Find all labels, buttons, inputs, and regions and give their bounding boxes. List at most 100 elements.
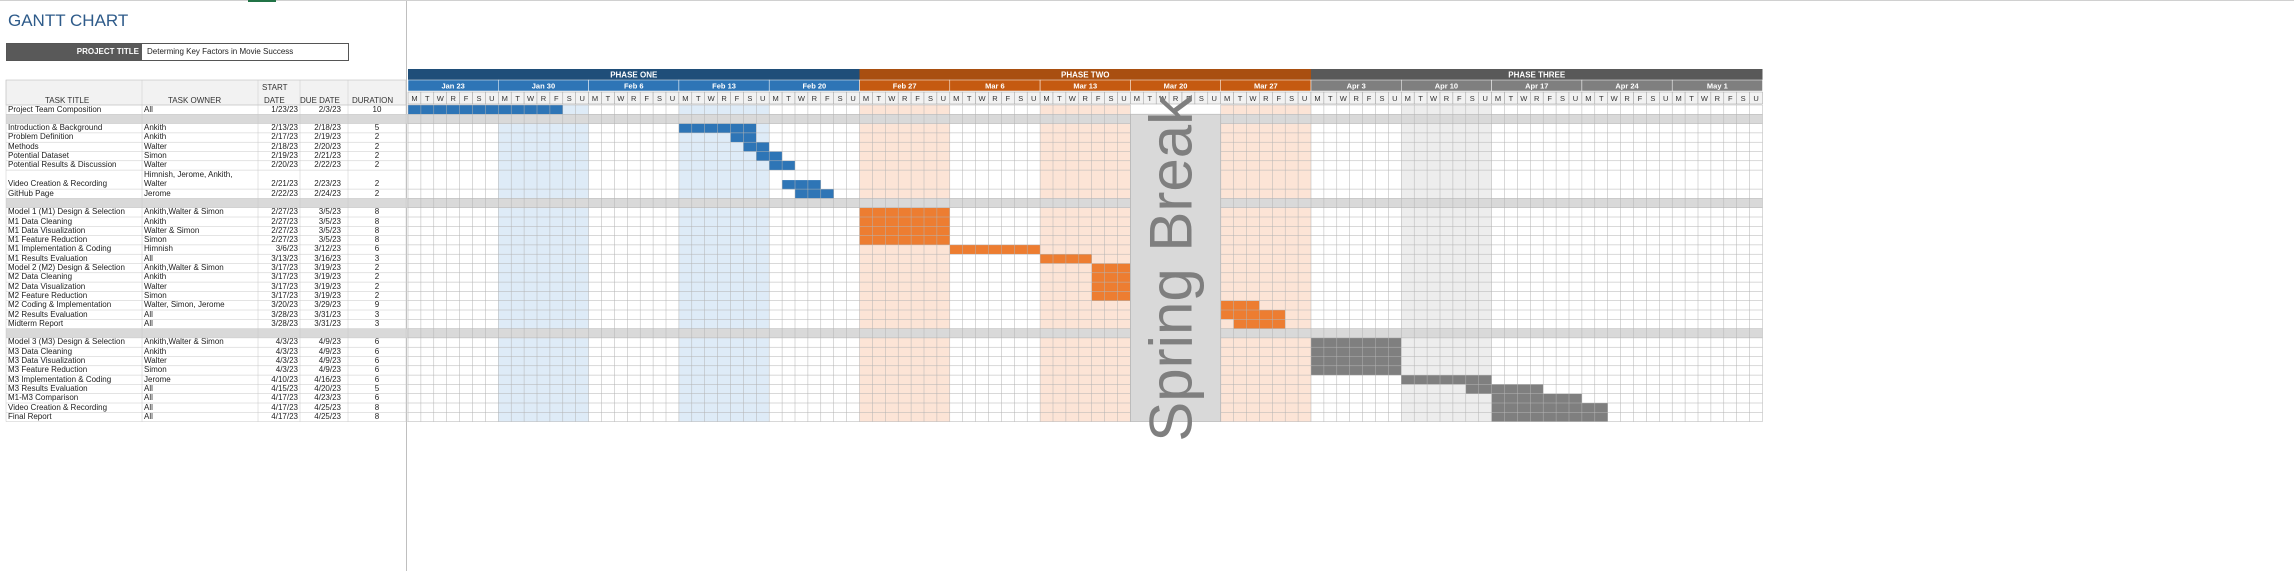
task-bar[interactable] [1091, 282, 1131, 292]
task-duration: 9 [374, 300, 380, 310]
task-bar[interactable] [949, 244, 1041, 255]
day-letter: M [1495, 94, 1501, 103]
task-bar[interactable] [859, 217, 950, 227]
task-owner: Ankith [144, 132, 167, 142]
task-due-date: 3/5/23 [318, 207, 341, 217]
task-start-date: 3/17/23 [271, 290, 298, 300]
task-duration: 5 [374, 123, 380, 133]
task-due-date: 2/19/23 [314, 132, 341, 142]
day-letter: W [527, 94, 535, 103]
day-letter: M [592, 94, 598, 103]
task-due-date: 3/31/23 [314, 318, 341, 328]
task-start-date: 3/20/23 [271, 300, 298, 310]
day-letter: S [657, 94, 662, 103]
day-letter: S [1650, 94, 1655, 103]
day-letter: S [1018, 94, 1023, 103]
task-title: M1-M3 Comparison [8, 393, 79, 403]
task-bar[interactable] [859, 235, 950, 245]
task-owner: All [144, 309, 153, 319]
task-duration: 6 [374, 365, 380, 375]
task-bar[interactable] [1311, 365, 1402, 376]
task-due-date: 3/29/23 [314, 300, 341, 310]
task-bar[interactable] [1091, 272, 1131, 283]
section-row-bg [6, 198, 1763, 208]
day-letter: R [541, 94, 547, 103]
task-bar[interactable] [1220, 310, 1286, 320]
task-title: M3 Feature Reduction [8, 365, 88, 375]
task-duration: 8 [374, 216, 380, 226]
task-owner: Walter [144, 356, 167, 365]
task-due-date: 2/23/23 [314, 178, 341, 188]
phase-label: PHASE TWO [1061, 71, 1109, 80]
task-due-date: 3/5/23 [318, 235, 341, 245]
task-start-date: 4/3/23 [275, 365, 298, 375]
task-owner: Jerome [144, 374, 171, 384]
task-due-date: 2/21/23 [314, 151, 341, 160]
task-due-date: 4/9/23 [318, 337, 341, 347]
day-letter: T [1418, 94, 1423, 103]
task-due-date: 3/16/23 [314, 253, 341, 263]
day-letter: F [735, 94, 740, 103]
task-bar[interactable] [1491, 403, 1608, 413]
day-letter: M [863, 94, 869, 103]
day-letter: F [1457, 94, 1462, 103]
task-title: Video Creation & Recording [8, 402, 108, 412]
task-bar[interactable] [1311, 356, 1402, 366]
task-duration: 2 [374, 290, 380, 300]
week-label: Apr 17 [1525, 82, 1548, 91]
task-duration: 10 [372, 104, 382, 114]
project-title-box[interactable]: PROJECT TITLE Determing Key Factors in M… [6, 43, 349, 61]
day-letter: M [1405, 94, 1411, 103]
task-start-date: 3/28/23 [271, 309, 298, 319]
task-bar[interactable] [1220, 300, 1260, 310]
day-letter: U [941, 94, 946, 103]
task-title: M1 Data Visualization [8, 225, 86, 235]
task-bar[interactable] [859, 226, 950, 236]
day-letter: U [850, 94, 855, 103]
task-start-date: 4/17/23 [271, 411, 298, 421]
task-owner: Jerome [144, 188, 171, 198]
week-label: Apr 24 [1615, 82, 1639, 91]
phase-header [408, 69, 860, 80]
task-start-date: 3/17/23 [271, 281, 298, 291]
task-owner: All [144, 318, 153, 328]
phase-label: PHASE THREE [1508, 71, 1566, 80]
task-duration: 2 [374, 178, 380, 188]
task-bar[interactable] [1311, 347, 1402, 357]
task-owner: Walter & Simon [144, 225, 200, 235]
day-letter: U [760, 94, 765, 103]
column-header-duration: DURATION [352, 96, 393, 105]
day-letter: S [1199, 94, 1204, 103]
column-header-task-owner: TASK OWNER [168, 96, 221, 105]
day-letter: S [928, 94, 933, 103]
task-bar[interactable] [1401, 375, 1492, 385]
day-letter: W [1520, 94, 1528, 103]
task-bar[interactable] [1491, 412, 1608, 422]
task-bar[interactable] [1311, 337, 1402, 348]
day-letter: T [967, 94, 972, 103]
task-owner: All [144, 104, 153, 114]
task-bar[interactable] [782, 180, 821, 190]
column-header-bg [5, 79, 407, 106]
task-duration: 6 [374, 244, 380, 254]
task-due-date: 4/25/23 [314, 402, 341, 412]
task-bar[interactable] [795, 189, 834, 199]
day-letter: U [1663, 94, 1668, 103]
task-bar[interactable] [1091, 291, 1131, 301]
task-duration: 2 [374, 188, 380, 198]
day-letter: S [1289, 94, 1294, 103]
project-title-value[interactable]: Determing Key Factors in Movie Success [147, 47, 294, 56]
task-bar[interactable] [1491, 393, 1582, 403]
day-letter: M [1134, 94, 1140, 103]
phase-header [859, 69, 1311, 80]
task-title: M2 Results Evaluation [8, 309, 88, 319]
day-letter: S [1470, 94, 1475, 103]
task-bar[interactable] [1091, 263, 1131, 273]
task-start-date: 2/18/23 [271, 141, 298, 151]
day-letter: W [1340, 94, 1348, 103]
week-label: May 1 [1707, 82, 1728, 91]
task-duration: 2 [374, 132, 380, 142]
task-due-date: 4/16/23 [314, 374, 341, 384]
task-bar[interactable] [859, 207, 950, 217]
